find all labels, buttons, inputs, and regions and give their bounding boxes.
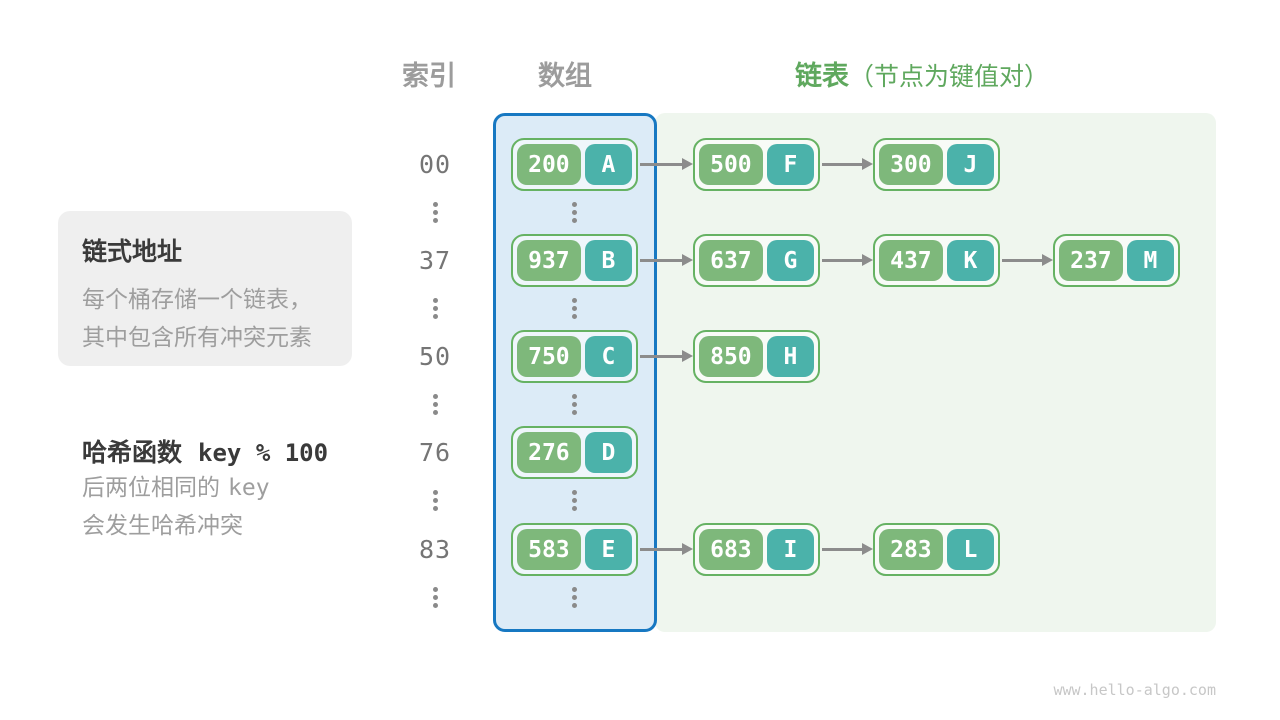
next-pointer-arrow xyxy=(1002,254,1053,266)
node-value: J xyxy=(946,144,994,185)
hash-note-line-1-text: 后两位相同的 xyxy=(82,474,220,500)
list-header-note: （节点为键值对） xyxy=(849,63,1050,91)
array-bucket-node: 276 D xyxy=(511,426,638,479)
chaining-info-panel: 链式地址 每个桶存储一个链表， 其中包含所有冲突元素 xyxy=(58,211,352,366)
hash-note-line-2: 会发生哈希冲突 xyxy=(82,512,243,538)
node-key: 683 xyxy=(699,529,763,570)
bucket-row-83: 83 583 E 683 I 283 L xyxy=(0,523,1280,576)
vertical-ellipsis-icon xyxy=(432,394,438,415)
chain-node: 237 M xyxy=(1053,234,1180,287)
chain-node: 850 H xyxy=(693,330,820,383)
array-column-header: 数组 xyxy=(538,61,592,91)
array-bucket-node: 937 B xyxy=(511,234,638,287)
next-pointer-arrow xyxy=(640,543,693,555)
node-value: F xyxy=(766,144,814,185)
vertical-ellipsis-icon xyxy=(571,202,577,223)
node-key: 500 xyxy=(699,144,763,185)
node-key: 750 xyxy=(517,336,581,377)
hash-function-label: 哈希函数 xyxy=(82,439,183,467)
node-key: 237 xyxy=(1059,240,1123,281)
vertical-ellipsis-icon xyxy=(571,394,577,415)
hash-note-line-1: 后两位相同的 key xyxy=(82,469,328,507)
node-key: 937 xyxy=(517,240,581,281)
hash-title-row: 哈希函数 key % 100 xyxy=(82,433,328,469)
panel-line-2: 其中包含所有冲突元素 xyxy=(82,324,312,350)
hash-function-note: 哈希函数 key % 100 后两位相同的 key 会发生哈希冲突 xyxy=(82,433,328,544)
node-value: M xyxy=(1126,240,1174,281)
node-key: 276 xyxy=(517,432,581,473)
array-bucket-node: 750 C xyxy=(511,330,638,383)
node-value: D xyxy=(584,432,632,473)
panel-title: 链式地址 xyxy=(82,238,183,266)
hash-note-line-1-key: key xyxy=(228,475,270,501)
node-value: L xyxy=(946,529,994,570)
bucket-row-37: 37 937 B 637 G 437 K 237 M xyxy=(0,234,1280,287)
vertical-ellipsis-icon xyxy=(571,490,577,511)
node-key: 850 xyxy=(699,336,763,377)
node-value: H xyxy=(766,336,814,377)
node-key: 637 xyxy=(699,240,763,281)
next-pointer-arrow xyxy=(822,543,873,555)
vertical-ellipsis-icon xyxy=(432,202,438,223)
array-bucket-node: 200 A xyxy=(511,138,638,191)
node-key: 437 xyxy=(879,240,943,281)
node-value: B xyxy=(584,240,632,281)
next-pointer-arrow xyxy=(640,350,693,362)
chain-node: 437 K xyxy=(873,234,1000,287)
node-value: K xyxy=(946,240,994,281)
node-key: 583 xyxy=(517,529,581,570)
chain-node: 500 F xyxy=(693,138,820,191)
bucket-index: 83 xyxy=(418,535,452,564)
panel-line-1: 每个桶存储一个链表， xyxy=(82,286,312,312)
bucket-row-50: 50 750 C 850 H xyxy=(0,330,1280,383)
bucket-index: 37 xyxy=(418,246,452,275)
node-value: A xyxy=(584,144,632,185)
next-pointer-arrow xyxy=(822,158,873,170)
chain-node: 683 I xyxy=(693,523,820,576)
next-pointer-arrow xyxy=(822,254,873,266)
bucket-index: 76 xyxy=(418,438,452,467)
node-value: E xyxy=(584,529,632,570)
node-value: C xyxy=(584,336,632,377)
list-header-label: 链表 xyxy=(795,61,849,91)
node-value: I xyxy=(766,529,814,570)
bucket-row-00: 00 200 A 500 F 300 J xyxy=(0,138,1280,191)
index-column-header: 索引 xyxy=(402,61,456,91)
node-key: 200 xyxy=(517,144,581,185)
next-pointer-arrow xyxy=(640,254,693,266)
vertical-ellipsis-icon xyxy=(571,587,577,608)
watermark: www.hello-algo.com xyxy=(1053,681,1216,699)
chain-node: 283 L xyxy=(873,523,1000,576)
list-column-header: 链表（节点为键值对） xyxy=(795,54,1049,93)
node-key: 300 xyxy=(879,144,943,185)
bucket-row-76: 76 276 D xyxy=(0,426,1280,479)
next-pointer-arrow xyxy=(640,158,693,170)
vertical-ellipsis-icon xyxy=(432,490,438,511)
vertical-ellipsis-icon xyxy=(571,298,577,319)
node-key: 283 xyxy=(879,529,943,570)
chain-node: 300 J xyxy=(873,138,1000,191)
bucket-index: 50 xyxy=(418,342,452,371)
vertical-ellipsis-icon xyxy=(432,298,438,319)
node-value: G xyxy=(766,240,814,281)
hash-formula: key % 100 xyxy=(198,439,329,467)
vertical-ellipsis-icon xyxy=(432,587,438,608)
chain-node: 637 G xyxy=(693,234,820,287)
bucket-index: 00 xyxy=(418,150,452,179)
array-bucket-node: 583 E xyxy=(511,523,638,576)
